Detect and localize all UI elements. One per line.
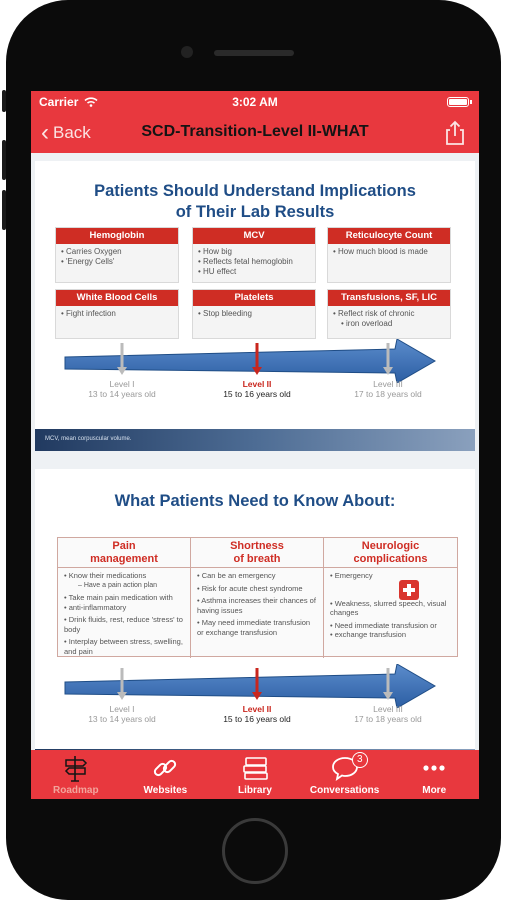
list-item: Have a pain action plan	[64, 581, 184, 591]
card-platelets: Platelets Stop bleeding	[192, 289, 316, 339]
tab-bar: Roadmap Websites Library	[31, 750, 479, 799]
card-bullet: Reflect risk of chronic	[333, 309, 445, 319]
card-bullet: Fight infection	[61, 309, 173, 319]
back-button[interactable]: ‹ Back	[41, 120, 91, 146]
home-button[interactable]	[222, 818, 288, 884]
card-header: Hemoglobin	[56, 228, 178, 244]
signpost-icon	[64, 756, 87, 782]
wifi-icon	[84, 97, 98, 107]
card-white-blood-cells: White Blood Cells Fight infection	[55, 289, 179, 339]
link-icon	[154, 759, 177, 777]
chevron-left-icon: ‹	[41, 119, 49, 146]
tab-label: More	[422, 785, 447, 796]
tab-more[interactable]: More	[389, 750, 479, 799]
card-bullet: HU effect	[198, 267, 310, 277]
mute-switch	[2, 90, 6, 112]
card-bullet: How much blood is made	[333, 247, 445, 257]
card-transfusions: Transfusions, SF, LIC Reflect risk of ch…	[327, 289, 451, 339]
tab-library[interactable]: Library	[210, 750, 300, 799]
books-icon	[243, 757, 268, 780]
share-icon	[446, 120, 464, 145]
volume-up-button	[2, 140, 6, 180]
slide-footer-strip	[35, 749, 475, 750]
navigation-bar: ‹ Back SCD-Transition-Level II-WHAT	[31, 113, 479, 153]
level-markers	[117, 343, 393, 375]
status-time: 3:02 AM	[232, 95, 278, 109]
card-hemoglobin: Hemoglobin Carries Oxygen'Energy Cells'	[55, 227, 179, 283]
carrier-label: Carrier	[39, 95, 98, 109]
card-header: Platelets	[193, 290, 315, 306]
card-header: White Blood Cells	[56, 290, 178, 306]
card-mcv: MCV How bigReflects fetal hemoglobinHU e…	[192, 227, 316, 283]
list-item: Drink fluids, rest, reduce 'stress' to b…	[64, 615, 184, 634]
tab-label: Conversations	[309, 785, 380, 796]
tab-conversations[interactable]: 3 Conversations	[300, 750, 390, 799]
first-aid-icon	[399, 580, 419, 600]
slide-footer-strip: MCV, mean corpuscular volume.	[35, 429, 475, 451]
card-bullet: How big	[198, 247, 310, 257]
front-camera	[181, 46, 193, 58]
card-header: Reticulocyte Count	[328, 228, 450, 244]
slide1-title-line1: Patients Should Understand Implications	[94, 182, 416, 200]
tab-label: Roadmap	[53, 785, 99, 796]
tab-label: Websites	[143, 785, 188, 796]
more-dots-icon	[423, 765, 445, 771]
card-bullet: Carries Oxygen	[61, 247, 173, 257]
page-title: SCD-Transition-Level II-WHAT	[141, 123, 369, 140]
slide1-title-line2: of Their Lab Results	[175, 203, 335, 221]
tab-websites[interactable]: Websites	[121, 750, 211, 799]
share-button[interactable]	[441, 119, 469, 147]
card-reticulocyte: Reticulocyte Count How much blood is mad…	[327, 227, 451, 283]
card-header: Transfusions, SF, LIC	[328, 290, 450, 306]
status-bar: Carrier 3:02 AM	[31, 91, 479, 113]
list-item: Emergency	[330, 571, 451, 581]
battery-icon	[447, 97, 472, 107]
tab-label: Library	[238, 785, 272, 796]
volume-down-button	[2, 190, 6, 230]
card-bullet-continued: iron overload	[333, 319, 445, 329]
list-item: Asthma increases their chances of having…	[197, 596, 317, 615]
card-bullet: 'Energy Cells'	[61, 257, 173, 267]
list-item: exchange transfusion	[330, 630, 451, 640]
slide-lab-results: Patients Should Understand Implications …	[35, 161, 475, 451]
list-item: Risk for acute chest syndrome	[197, 584, 317, 594]
card-bullet: Stop bleeding	[198, 309, 310, 319]
footnote: MCV, mean corpuscular volume.	[45, 436, 132, 442]
slide2-title: What Patients Need to Know About:	[114, 492, 396, 510]
list-item: Interplay between stress, swelling, and …	[64, 637, 184, 656]
card-bullet: Reflects fetal hemoglobin	[198, 257, 310, 267]
card-header: MCV	[193, 228, 315, 244]
list-item: Know their medications	[64, 571, 184, 581]
tab-roadmap[interactable]: Roadmap	[31, 750, 121, 799]
slides-scroll-area[interactable]: Patients Should Understand Implications …	[31, 153, 479, 750]
conversations-badge: 3	[351, 752, 368, 768]
list-item: Need immediate transfusion or	[330, 621, 451, 631]
list-item: anti-inflammatory	[64, 603, 184, 613]
level-markers	[117, 668, 393, 700]
list-item: Can be an emergency	[197, 571, 317, 581]
list-item: Take main pain medication with	[64, 593, 184, 603]
screen: Carrier 3:02 AM ‹ Back SCD-Transition-Le…	[31, 91, 479, 799]
earpiece-speaker	[214, 50, 294, 56]
back-label: Back	[53, 123, 91, 142]
list-item: May need immediate transfusion or exchan…	[197, 618, 317, 637]
list-item: Weakness, slurred speech, visual changes	[330, 599, 451, 618]
